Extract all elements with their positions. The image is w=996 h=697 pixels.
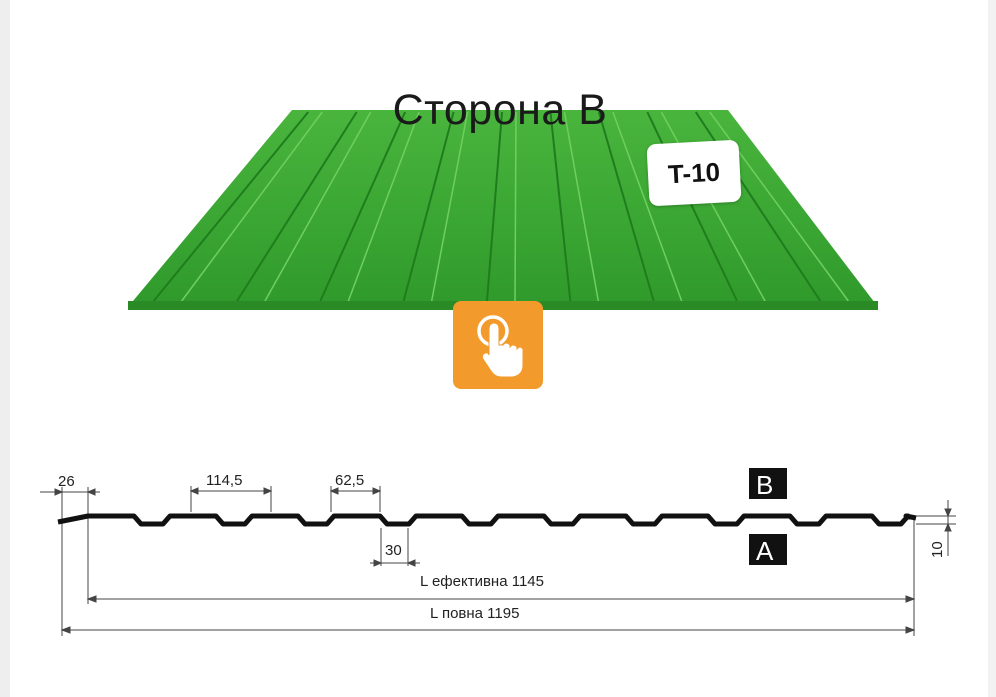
- arrow-head: [86, 488, 96, 496]
- dim-effective-length: L ефективна 1145: [420, 573, 544, 590]
- right-edge: [988, 0, 996, 697]
- rib-shadow: [597, 111, 655, 302]
- rib-highlight: [181, 111, 323, 302]
- rib-highlight: [347, 111, 420, 302]
- dim-full-length: L повна 1195: [430, 605, 519, 622]
- rib-shadow: [549, 111, 572, 302]
- arrow-head: [373, 559, 383, 567]
- side-b-box: [749, 468, 787, 499]
- rib-highlight: [612, 111, 683, 302]
- side-b-label: B: [756, 470, 773, 500]
- dim-pitch: 114,5: [206, 472, 242, 489]
- trapezoid-profile: [57, 513, 917, 527]
- side-a-box: [749, 534, 787, 565]
- arrow-head: [54, 488, 64, 496]
- arrow-head: [905, 595, 916, 603]
- dim-bottom-flat: 30: [385, 542, 402, 559]
- arrow-head: [60, 626, 71, 634]
- arrow-head: [329, 487, 339, 495]
- left-edge: [0, 0, 10, 697]
- arrow-head: [406, 559, 416, 567]
- rib-shadow: [319, 111, 407, 302]
- rib-shadow: [152, 111, 309, 302]
- arrow-head: [944, 522, 952, 532]
- touch-tap-icon: [477, 315, 524, 378]
- rib-highlight: [514, 111, 517, 302]
- arrow-head: [944, 508, 952, 518]
- arrow-head: [189, 487, 199, 495]
- dim-height: 10: [929, 541, 946, 558]
- arrow-head: [86, 595, 97, 603]
- arrow-head: [905, 626, 916, 634]
- page-title: Сторона B: [392, 86, 608, 134]
- arrow-head: [372, 487, 382, 495]
- arrow-head: [263, 487, 273, 495]
- side-a-label: A: [756, 536, 774, 566]
- rib-shadow: [236, 111, 358, 302]
- rib-shadow: [486, 111, 503, 302]
- dim-edge-width: 26: [58, 473, 75, 490]
- rib-highlight: [563, 111, 600, 302]
- rib-shadow: [402, 111, 455, 302]
- rib-highlight: [264, 111, 372, 302]
- dim-top-flat: 62,5: [335, 472, 364, 489]
- rib-highlight: [430, 111, 469, 302]
- tap-action-button[interactable]: [453, 301, 543, 389]
